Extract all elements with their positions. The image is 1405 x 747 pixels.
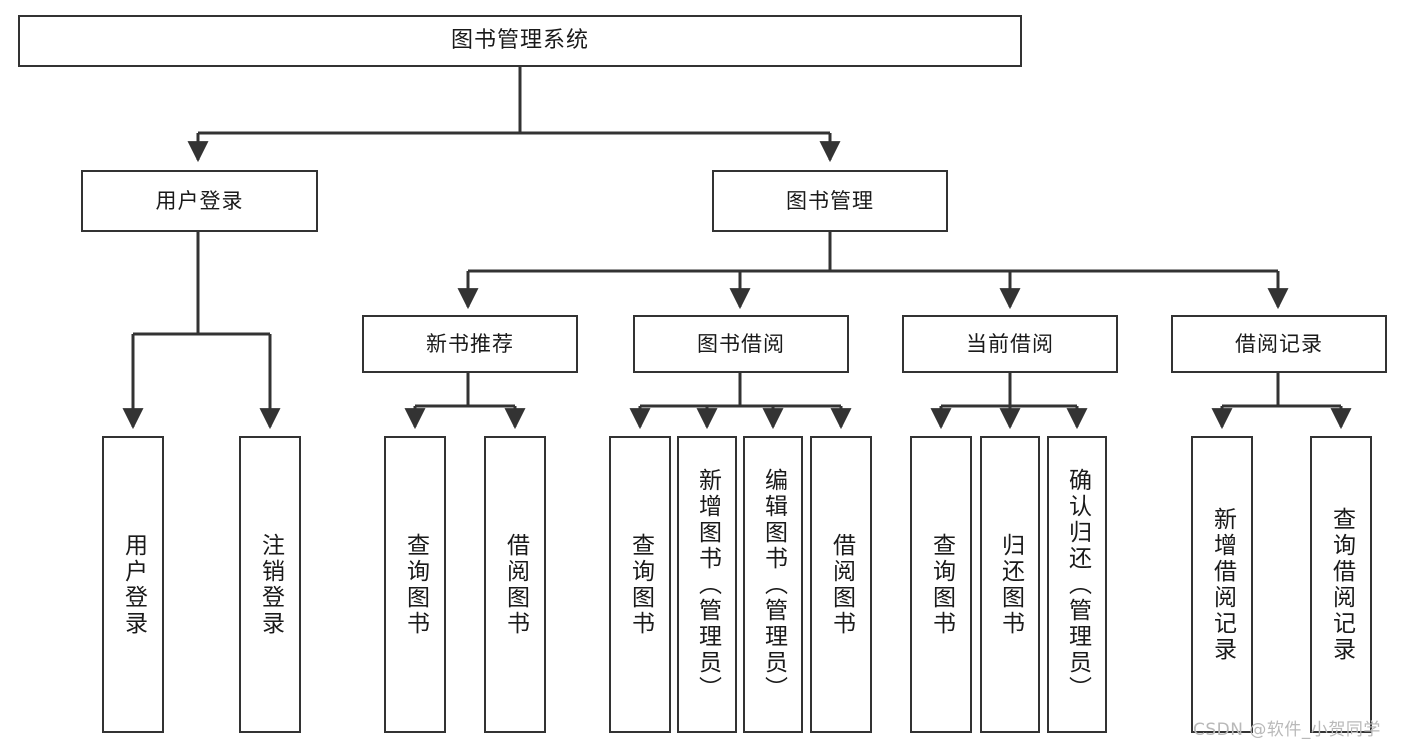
node-root-book-management-system[interactable]: 图书管理系统 xyxy=(18,15,1022,67)
node-label: 查询图书 xyxy=(627,532,654,637)
node-label: 图书管理系统 xyxy=(450,28,589,54)
node-label: 归还图书 xyxy=(997,532,1024,637)
node-leaf-return-book[interactable]: 归还图书 xyxy=(980,436,1040,733)
node-label: 查询图书 xyxy=(402,532,429,637)
node-label: 查询图书 xyxy=(928,532,955,637)
node-label: 新增借阅记录 xyxy=(1209,506,1236,663)
node-leaf-confirm-return-admin[interactable]: 确认归还（管理员） xyxy=(1047,436,1107,733)
node-label: 编辑图书（管理员） xyxy=(760,467,787,702)
node-label: 图书借阅 xyxy=(697,331,785,356)
node-label: 查询借阅记录 xyxy=(1328,506,1355,663)
node-current-borrow[interactable]: 当前借阅 xyxy=(902,315,1118,373)
node-label: 图书管理 xyxy=(786,188,874,213)
node-leaf-query-book-current[interactable]: 查询图书 xyxy=(910,436,972,733)
node-leaf-borrow-book[interactable]: 借阅图书 xyxy=(810,436,872,733)
node-book-management[interactable]: 图书管理 xyxy=(712,170,948,232)
node-user-login[interactable]: 用户登录 xyxy=(81,170,318,232)
node-label: 新增图书（管理员） xyxy=(694,467,721,702)
node-label: 新书推荐 xyxy=(426,331,514,356)
node-borrow-record[interactable]: 借阅记录 xyxy=(1171,315,1387,373)
node-label: 用户登录 xyxy=(120,532,147,637)
node-leaf-logout-login[interactable]: 注销登录 xyxy=(239,436,301,733)
node-label: 借阅图书 xyxy=(828,532,855,637)
node-leaf-borrow-book-recommend[interactable]: 借阅图书 xyxy=(484,436,546,733)
node-leaf-user-login[interactable]: 用户登录 xyxy=(102,436,164,733)
node-leaf-query-borrow-record[interactable]: 查询借阅记录 xyxy=(1310,436,1372,733)
csdn-watermark: CSDN @软件_小贺同学 xyxy=(1193,720,1381,740)
node-label: 确认归还（管理员） xyxy=(1064,467,1091,702)
node-label: 用户登录 xyxy=(155,188,244,213)
node-leaf-edit-book-admin[interactable]: 编辑图书（管理员） xyxy=(743,436,803,733)
node-label: 借阅图书 xyxy=(502,532,529,637)
node-leaf-query-book-borrow[interactable]: 查询图书 xyxy=(609,436,671,733)
node-book-borrow[interactable]: 图书借阅 xyxy=(633,315,849,373)
node-label: 当前借阅 xyxy=(966,331,1054,356)
node-leaf-add-borrow-record[interactable]: 新增借阅记录 xyxy=(1191,436,1253,733)
node-new-book-recommend[interactable]: 新书推荐 xyxy=(362,315,578,373)
node-label: 借阅记录 xyxy=(1235,331,1323,356)
node-leaf-query-book-recommend[interactable]: 查询图书 xyxy=(384,436,446,733)
node-label: 注销登录 xyxy=(257,532,284,637)
node-leaf-add-book-admin[interactable]: 新增图书（管理员） xyxy=(677,436,737,733)
